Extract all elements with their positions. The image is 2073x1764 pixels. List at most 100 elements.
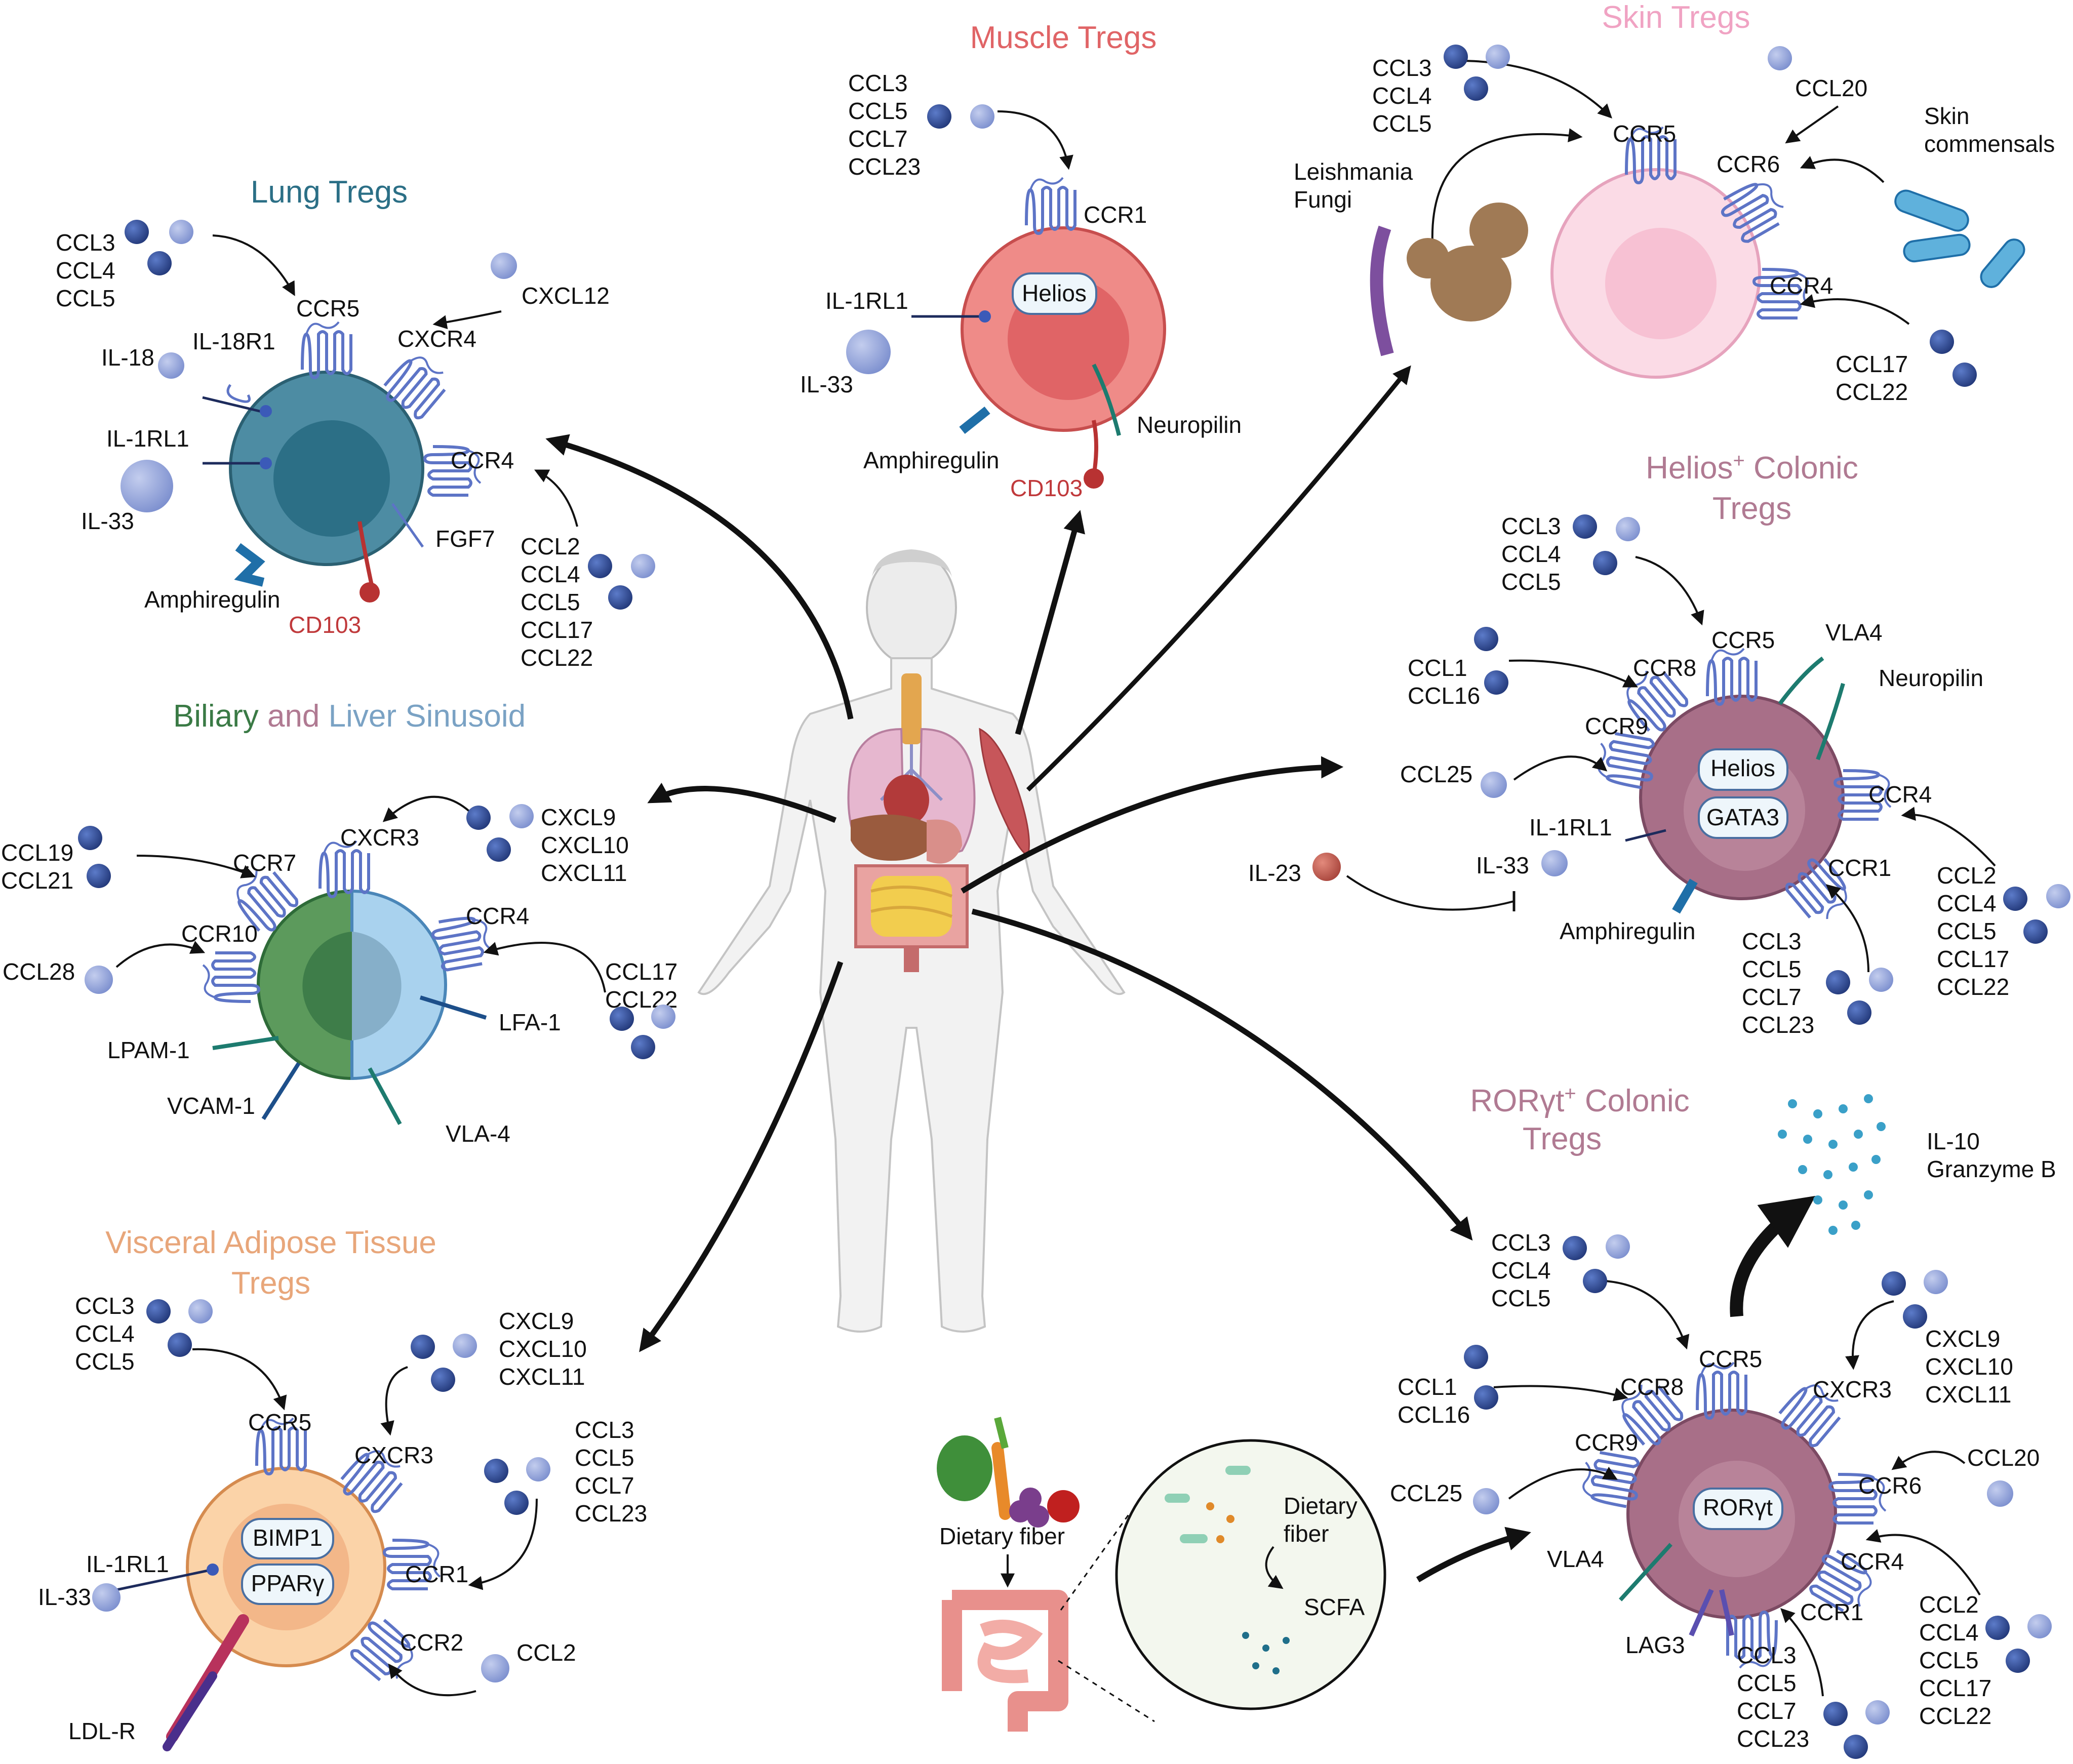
lung-ccr4: CCR4 xyxy=(451,447,514,473)
helios-ccr1: CCR1 xyxy=(1828,855,1891,881)
roryt-ligand-cxcl10: CXCL10 xyxy=(1925,1353,2013,1380)
roryt-ccr4-ligand-ccl22: CCL22 xyxy=(1919,1703,1991,1729)
lung-ccr5: CCR5 xyxy=(296,295,360,322)
lung-ccr4-ligand-ccl2: CCL2 xyxy=(521,533,580,559)
lung-amphiregulin: Amphiregulin xyxy=(144,586,280,613)
lung-cxcl12: CXCL12 xyxy=(522,283,610,309)
bacteria-icon xyxy=(1894,189,2025,288)
lung-ccr4-ligand-ccl5: CCL5 xyxy=(521,589,580,615)
roryt-ccr4: CCR4 xyxy=(1841,1548,1904,1575)
helios-neuropilin: Neuropilin xyxy=(1879,665,1983,691)
adipose-ccr1-ligand-ccl5: CCL5 xyxy=(575,1445,634,1471)
colon-icon xyxy=(942,1590,1068,1732)
muscle-helios: Helios xyxy=(1022,280,1087,306)
skin-commensals-line2: commensals xyxy=(1924,131,2055,157)
dietary-fiber-label: Dietary fiber xyxy=(939,1523,1065,1549)
adipose-ligand-cxcl11: CXCL11 xyxy=(499,1364,585,1390)
adipose-ccr5-ligand-ccl3: CCL3 xyxy=(75,1293,135,1319)
muscle-ligand-ccl3: CCL3 xyxy=(848,70,908,96)
muscle-neuropilin: Neuropilin xyxy=(1137,412,1242,438)
biliary-ligand-cxcl10: CXCL10 xyxy=(541,832,629,858)
lung-ccr4-ligand-ccl22: CCL22 xyxy=(521,645,593,671)
helios-ccr9: CCR9 xyxy=(1585,713,1648,739)
roryt-ligand-cxcl11: CXCL11 xyxy=(1925,1381,2011,1408)
adipose-ccr2: CCR2 xyxy=(400,1629,463,1656)
adipose-ccr1-ligand-ccl7: CCL7 xyxy=(575,1472,634,1499)
helios-ccr1-ligand-ccl7: CCL7 xyxy=(1742,984,1802,1010)
helios-ccr4-ligand-ccl22: CCL22 xyxy=(1937,974,2009,1000)
lung-title: Lung Tregs xyxy=(251,175,408,210)
biliary-ligand-cxcl9: CXCL9 xyxy=(541,804,616,830)
biliary-ccr4: CCR4 xyxy=(466,903,529,929)
adipose-ligand-cxcl10: CXCL10 xyxy=(499,1336,587,1362)
roryt-colonic-treg-panel: RORγt+ Colonic Tregs IL-10 Granzyme B xyxy=(937,1083,2056,1759)
roryt-ccr6: CCR6 xyxy=(1858,1472,1922,1499)
skin-ccl20: CCL20 xyxy=(1795,75,1867,101)
helios-il1rl1: IL-1RL1 xyxy=(1529,814,1612,840)
roryt-ccr9: CCR9 xyxy=(1575,1429,1638,1456)
helios-colonic-title-line2: Tregs xyxy=(1712,491,1791,526)
lung-cxcr4: CXCR4 xyxy=(397,326,476,352)
helios-amphiregulin: Amphiregulin xyxy=(1560,918,1695,944)
lung-ligand-ccl4: CCL4 xyxy=(56,257,115,284)
roryt-ccr8-ligand-ccl16: CCL16 xyxy=(1398,1401,1470,1428)
roryt-ccr1-ligand-ccl7: CCL7 xyxy=(1737,1698,1797,1724)
skin-pathogen-fungi: Fungi xyxy=(1294,186,1352,213)
roryt-ccr1-ligand-ccl23: CCL23 xyxy=(1737,1726,1809,1752)
helios-ccr4: CCR4 xyxy=(1868,781,1932,808)
helios-ccr8-ligand-ccl16: CCL16 xyxy=(1408,683,1480,709)
helios-ccr1-ligand-ccl23: CCL23 xyxy=(1742,1012,1814,1038)
helios-helios-tf: Helios xyxy=(1710,755,1775,781)
adipose-ccr1-ligand-ccl23: CCL23 xyxy=(575,1500,647,1527)
helios-colonic-title-line1: Helios+ Colonic xyxy=(1646,450,1858,486)
skin-ligand-ccl3: CCL3 xyxy=(1372,55,1432,81)
roryt-cxcr3: CXCR3 xyxy=(1813,1376,1892,1402)
muscle-amphiregulin: Amphiregulin xyxy=(863,447,999,473)
adipose-ldlr: LDL-R xyxy=(68,1718,136,1744)
roryt-ccr8-ligand-ccl1: CCL1 xyxy=(1398,1374,1457,1400)
helios-ccr5-ligand-ccl4: CCL4 xyxy=(1501,541,1561,567)
roryt-ccr5-ligand-ccl3: CCL3 xyxy=(1491,1229,1551,1256)
lung-il33: IL-33 xyxy=(81,508,134,534)
biliary-liver-panel: Biliary and Liver Sinusoid CXCL9 CXCL10 … xyxy=(1,699,677,1147)
lung-ligand-ccl3: CCL3 xyxy=(56,229,115,256)
helios-ccr4-ligand-ccl2: CCL2 xyxy=(1937,862,1997,889)
biliary-ccl28: CCL28 xyxy=(3,958,75,985)
helios-ccl25: CCL25 xyxy=(1400,761,1472,787)
lung-fgf7: FGF7 xyxy=(435,526,495,552)
roryt-il10: IL-10 xyxy=(1927,1128,1980,1154)
roryt-ccr1-ligand-ccl5: CCL5 xyxy=(1737,1670,1797,1696)
roryt-ccr4-ligand-ccl2: CCL2 xyxy=(1919,1591,1979,1618)
muscle-ligand-ccl5: CCL5 xyxy=(848,98,908,124)
helios-ccr1-ligand-ccl3: CCL3 xyxy=(1742,928,1802,954)
adipose-ccr1: CCR1 xyxy=(405,1561,468,1587)
biliary-cxcr3: CXCR3 xyxy=(340,824,419,851)
muscle-title: Muscle Tregs xyxy=(970,20,1157,55)
roryt-ccl25: CCL25 xyxy=(1390,1480,1462,1506)
lung-ligand-ccl5: CCL5 xyxy=(56,285,115,311)
skin-treg-panel: Skin Tregs CCL3 CCL4 CCL5 CCL20 CCR5 CCR… xyxy=(1294,0,2055,405)
roryt-ccr4-ligand-ccl4: CCL4 xyxy=(1919,1619,1979,1646)
biliary-title: Biliary and Liver Sinusoid xyxy=(173,699,526,734)
roryt-title-line1: RORγt+ Colonic xyxy=(1470,1083,1689,1118)
roryt-lag3: LAG3 xyxy=(1625,1632,1685,1658)
biliary-vla4: VLA-4 xyxy=(446,1120,510,1147)
lung-ccr4-ligand-ccl4: CCL4 xyxy=(521,561,580,587)
skin-ccr4-ligand-ccl22: CCL22 xyxy=(1836,379,1908,405)
skin-ligand-ccl5: CCL5 xyxy=(1372,110,1432,137)
helios-ccr4-ligand-ccl5: CCL5 xyxy=(1937,918,1997,944)
roryt-granzyme: Granzyme B xyxy=(1927,1156,2056,1182)
lung-treg-panel: Lung Tregs CCL3 CCL4 CCL5 CXCL12 CCR5 CX… xyxy=(56,175,655,671)
muscle-ccr1: CCR1 xyxy=(1084,202,1147,228)
adipose-cxcr3: CXCR3 xyxy=(354,1442,433,1468)
roryt-ccr5: CCR5 xyxy=(1699,1346,1762,1372)
roryt-title-line2: Tregs xyxy=(1523,1121,1602,1156)
biliary-ligand-ccl21: CCL21 xyxy=(1,867,73,894)
helios-ccr5-ligand-ccl5: CCL5 xyxy=(1501,569,1561,595)
inset-dietary: Dietary xyxy=(1284,1493,1358,1519)
helios-ccr5: CCR5 xyxy=(1711,627,1775,653)
roryt-ccr5-ligand-ccl4: CCL4 xyxy=(1491,1257,1551,1284)
skin-pathogen-leishmania: Leishmania xyxy=(1294,158,1413,185)
roryt-ccr5-ligand-ccl5: CCL5 xyxy=(1491,1285,1551,1311)
